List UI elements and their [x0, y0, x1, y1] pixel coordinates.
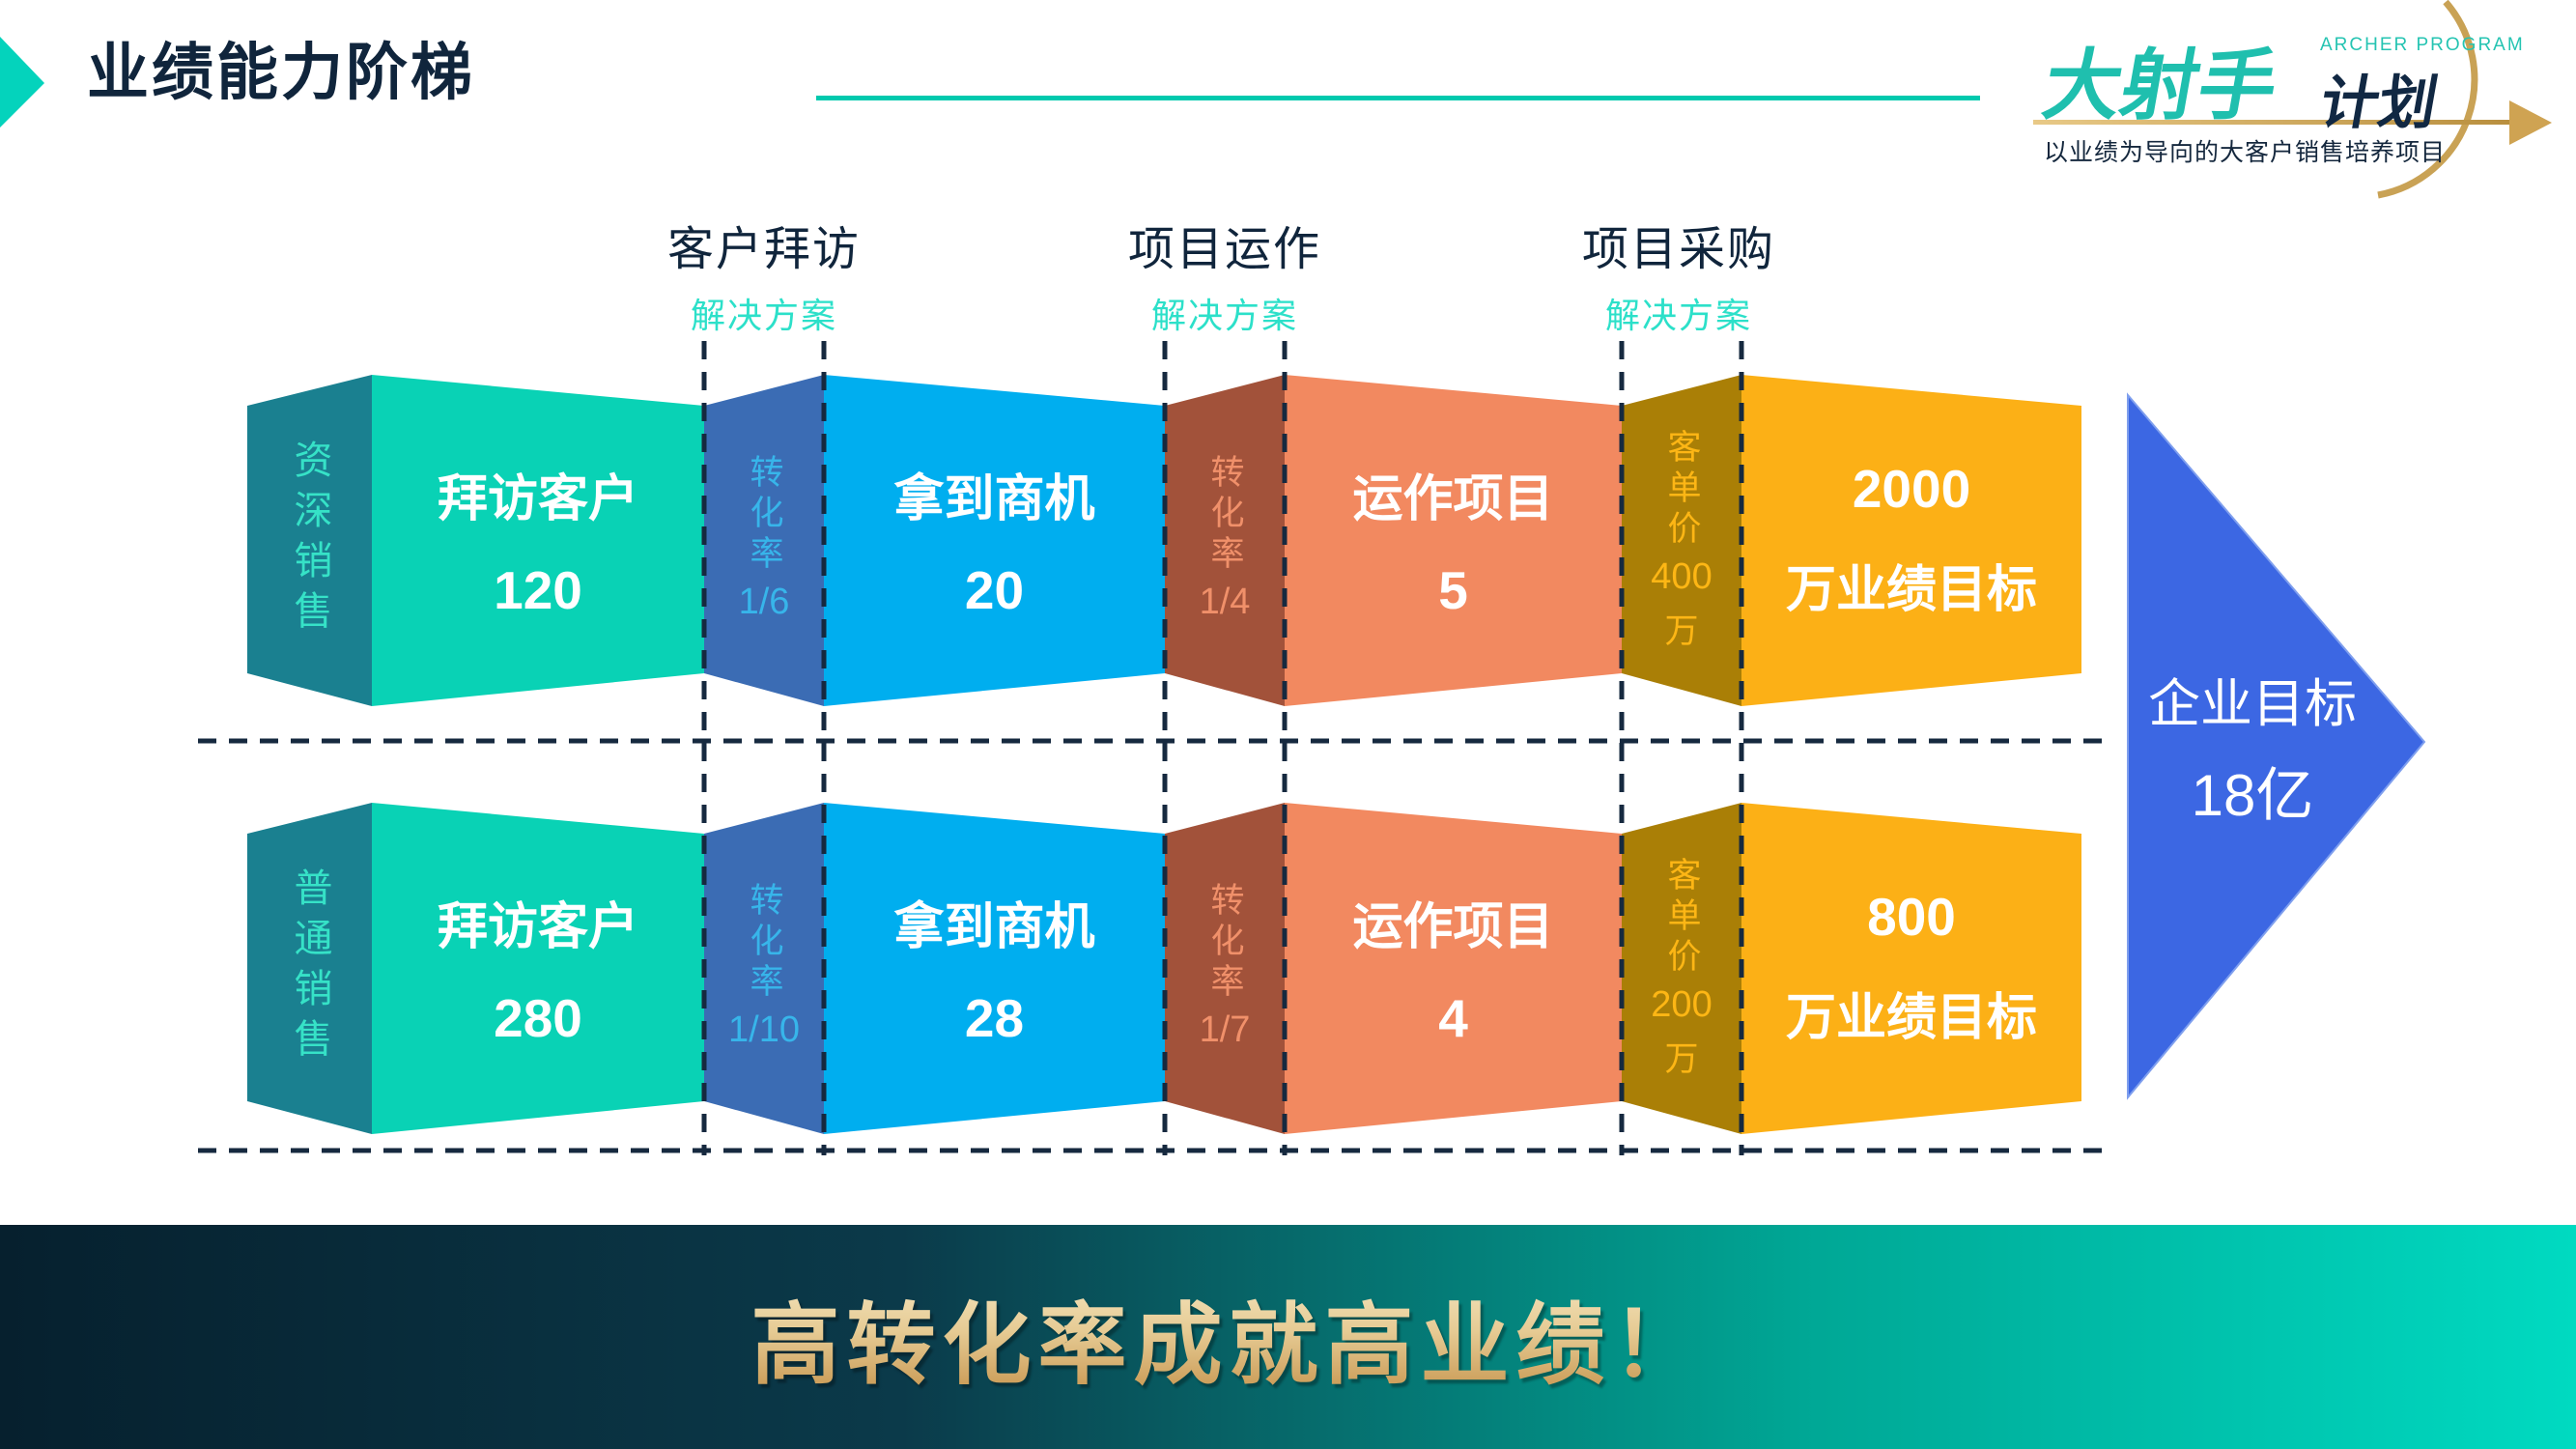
row2-stage4-face	[1741, 803, 2081, 1134]
stage-label: 拿到商机	[893, 899, 1095, 955]
enterprise-goal-value: 18亿	[2191, 763, 2314, 828]
row2-stage2-text: 拿到商机 28	[824, 834, 1165, 1101]
row2-category-panel	[247, 803, 372, 1134]
row1-stage2-face	[824, 375, 1165, 706]
logo-arrow-shaft	[2033, 120, 2511, 125]
goal-label: 万业绩目标	[1785, 562, 2037, 618]
conversion-unit: 万	[1664, 1040, 1699, 1078]
row1-conv3-text: 客单价 400 万	[1622, 401, 1741, 681]
row1-conv2-text: 转化率 1/4	[1165, 401, 1285, 681]
footer-slogan: 高转化率成就高业绩！	[750, 1273, 1707, 1402]
stage-value: 28	[964, 988, 1025, 1048]
logo-program-en: ARCHER PROGRAM	[2320, 35, 2525, 55]
stage-value: 280	[494, 988, 582, 1048]
row2-conv1-panel	[704, 803, 824, 1134]
goal-arrow-triangle	[2127, 392, 2426, 1100]
row1-conv1-text: 转化率 1/6	[704, 401, 824, 681]
row2-conv3-panel	[1622, 803, 1741, 1134]
column-label: 项目运作	[1127, 224, 1321, 275]
stage-value: 5	[1438, 560, 1468, 620]
conversion-label: 转化率	[745, 453, 783, 576]
conversion-label: 转化率	[1205, 881, 1244, 1004]
title-underline	[816, 96, 1980, 100]
conversion-label: 转化率	[1205, 453, 1244, 576]
enterprise-goal-text: 企业目标 18亿	[2131, 674, 2374, 828]
row1-stage2-text: 拿到商机 20	[824, 406, 1165, 673]
conversion-value: 1/4	[1199, 581, 1251, 622]
conversion-label: 客单价	[1662, 429, 1701, 551]
column-header-visit: 客户拜访 解决方案	[600, 211, 928, 338]
logo-arrowhead-icon	[2509, 100, 2552, 145]
corner-accent-triangle	[0, 37, 44, 128]
row1-stage1-face	[372, 375, 704, 706]
row2-stage2-face	[824, 803, 1165, 1134]
goal-value: 2000	[1852, 459, 1971, 519]
row2-stage4-text: 800 万业绩目标	[1741, 834, 2081, 1101]
row1-stage1-text: 拜访客户 120	[372, 406, 704, 673]
column-sublabel: 解决方案	[1604, 296, 1752, 335]
conversion-value: 200	[1651, 984, 1713, 1025]
row2-category-label: 普通销售	[247, 834, 372, 1101]
conversion-label: 客单价	[1662, 857, 1701, 979]
stage-value: 120	[494, 560, 582, 620]
row1-stage4-text: 2000 万业绩目标	[1741, 406, 2081, 673]
row1-stage3-face	[1285, 375, 1622, 706]
logo-bow-arc	[2377, 0, 2478, 199]
row2-stage1-text: 拜访客户 280	[372, 834, 704, 1101]
row1-category-label: 资深销售	[247, 406, 372, 673]
row2-conv2-text: 转化率 1/7	[1165, 829, 1285, 1109]
row1-stage3-text: 运作项目 5	[1285, 406, 1622, 673]
footer-banner: 高转化率成就高业绩！	[0, 1225, 2576, 1449]
stage-label: 运作项目	[1352, 899, 1554, 955]
goal-label: 万业绩目标	[1785, 990, 2037, 1046]
conversion-label: 转化率	[745, 881, 783, 1004]
guide-lines	[198, 341, 2109, 1155]
conversion-value: 400	[1651, 556, 1713, 597]
row2-stage3-face	[1285, 803, 1622, 1134]
row1-conv3-panel	[1622, 375, 1741, 706]
conversion-value: 1/6	[738, 581, 790, 622]
logo-tagline: 以业绩为导向的大客户销售培养项目	[2044, 139, 2447, 166]
enterprise-goal-label: 企业目标	[2148, 675, 2357, 733]
row1-stage4-face	[1741, 375, 2081, 706]
row1-category-panel	[247, 375, 372, 706]
category-text: 普通销售	[288, 867, 331, 1068]
logo-brand-suffix: 计划	[2315, 71, 2444, 135]
column-header-purchase: 项目采购 解决方案	[1514, 211, 1843, 338]
goal-value: 800	[1867, 887, 1956, 947]
row2-stage3-text: 运作项目 4	[1285, 834, 1622, 1101]
logo-brand-text: 大射手	[2037, 43, 2284, 128]
column-label: 客户拜访	[666, 224, 861, 275]
stage-value: 20	[964, 560, 1025, 620]
stage-label: 运作项目	[1352, 471, 1554, 527]
stage-value: 4	[1438, 988, 1468, 1048]
column-sublabel: 解决方案	[1150, 296, 1298, 335]
conversion-value: 1/10	[728, 1009, 800, 1050]
category-text: 资深销售	[288, 439, 331, 640]
page-title: 业绩能力阶梯	[87, 38, 475, 107]
column-sublabel: 解决方案	[690, 296, 837, 335]
row2-conv1-text: 转化率 1/10	[704, 829, 824, 1109]
conversion-unit: 万	[1664, 612, 1699, 650]
conversion-value: 1/7	[1199, 1009, 1251, 1050]
row1-conv1-panel	[704, 375, 824, 706]
stage-label: 拜访客户	[437, 899, 638, 955]
stage-label: 拜访客户	[437, 471, 638, 527]
row1-conv2-panel	[1165, 375, 1285, 706]
column-header-operation: 项目运作 解决方案	[1061, 211, 1389, 338]
column-label: 项目采购	[1581, 224, 1775, 275]
stage-label: 拿到商机	[893, 471, 1095, 527]
row2-conv3-text: 客单价 200 万	[1622, 829, 1741, 1109]
row2-stage1-face	[372, 803, 704, 1134]
row2-conv2-panel	[1165, 803, 1285, 1134]
